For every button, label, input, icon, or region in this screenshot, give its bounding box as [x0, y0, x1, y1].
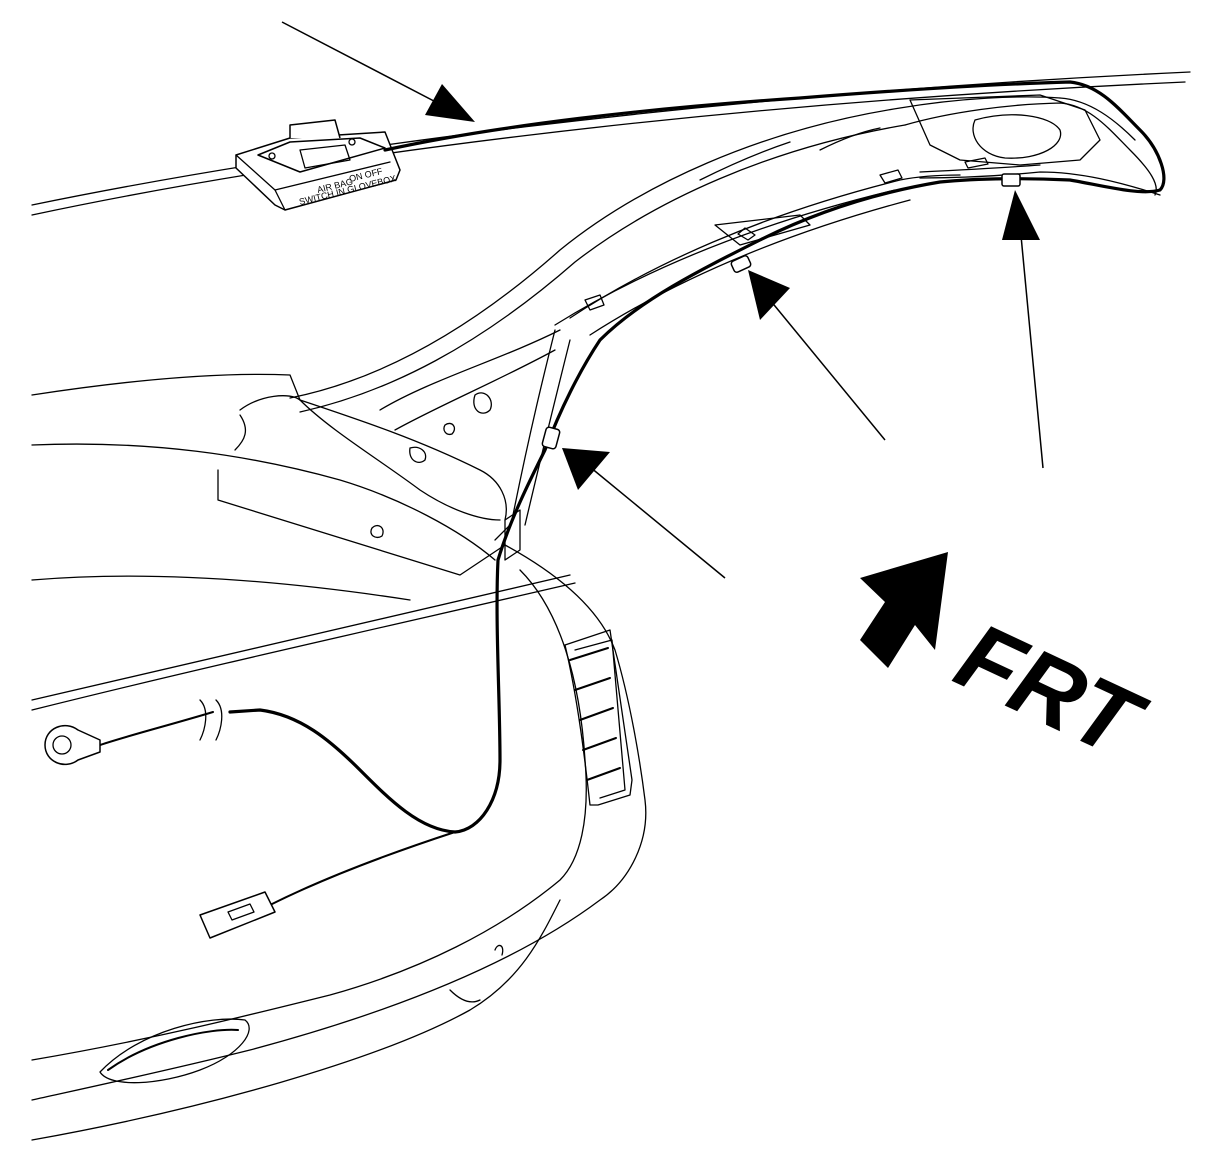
callout-arrow-icon [1002, 190, 1040, 240]
ring-terminal-icon [44, 724, 101, 766]
instrument-panel [31, 544, 647, 1141]
callout-clip-lower [562, 448, 726, 579]
front-direction-indicator: FRT [860, 552, 1161, 780]
clip-rear [1001, 173, 1021, 187]
pillar-structure [289, 94, 1161, 413]
callout-arrow-icon [562, 448, 610, 490]
cowl-structure [31, 329, 571, 576]
callout-clip-rear [1002, 190, 1044, 469]
callout-arrow-icon [425, 84, 475, 122]
callout-arrow-icon [748, 270, 790, 320]
clip-middle [730, 254, 752, 274]
wiring-harness [99, 80, 1166, 906]
callout-switch [281, 21, 475, 122]
clip-lower [541, 426, 561, 450]
direction-arrow-icon [860, 552, 948, 668]
harness-clips [541, 173, 1021, 450]
direction-label: FRT [941, 602, 1160, 780]
connector-icon [199, 891, 276, 939]
airbag-switch-module: SWITCH IN GLOVEBOX AIR BAG ON OFF [235, 119, 401, 211]
callout-clip-middle [748, 270, 886, 441]
